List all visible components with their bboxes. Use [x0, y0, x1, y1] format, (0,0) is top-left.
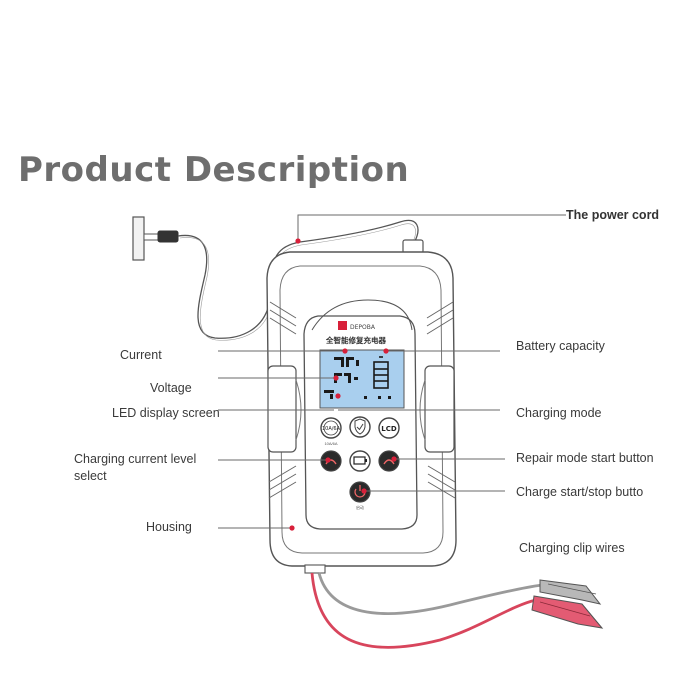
black-clip-icon [539, 579, 602, 605]
marker-dots [289, 238, 397, 531]
power-plug-icon [132, 216, 179, 261]
repair-mode-start-button[interactable] [378, 450, 400, 472]
amp-caption: 10A/6A [324, 441, 337, 446]
label-charging-current-level: Charging current level select [74, 451, 196, 485]
brand-logo-icon [338, 321, 347, 330]
label-repair-mode: Repair mode start button [516, 451, 654, 465]
label-charging-current-line1: Charging current level [74, 452, 197, 466]
cord-connector [402, 239, 424, 254]
label-charging-current-line2: select [74, 469, 107, 483]
label-battery-capacity: Battery capacity [516, 339, 605, 353]
red-clip-icon [531, 595, 604, 629]
power-caption: 启动 [356, 504, 364, 510]
amp-select-button[interactable]: 10A/6A [320, 417, 342, 439]
label-charge-start-stop: Charge start/stop butto [516, 485, 644, 499]
svg-text:LCD: LCD [381, 425, 397, 433]
leader-lines [218, 214, 566, 529]
clip-wire-connector [304, 564, 326, 574]
svg-text:10A/6A: 10A/6A [322, 426, 341, 432]
label-power-cord: The power cord [566, 208, 660, 222]
charge-start-stop-button[interactable] [349, 481, 371, 503]
brand-logo-text: DEPOBA [350, 324, 376, 331]
label-current: Current [120, 348, 162, 362]
screen-title-text: 全智能修复充电器 [325, 335, 386, 345]
label-housing: Housing [146, 520, 192, 534]
label-charging-clip-wires: Charging clip wires [519, 541, 625, 555]
shield-icon[interactable] [349, 416, 371, 438]
charging-current-select-button[interactable] [320, 450, 342, 472]
device-housing [266, 251, 457, 567]
lcd-button[interactable]: LCD [378, 417, 400, 439]
label-led-display-screen: LED display screen [112, 406, 220, 420]
battery-mode-button[interactable] [349, 450, 371, 472]
charging-clip-wires [310, 572, 543, 649]
page-title: Product Description [18, 150, 410, 190]
label-charging-mode: Charging mode [516, 406, 602, 420]
label-voltage: Voltage [150, 381, 192, 395]
lcd-display-screen [319, 349, 405, 409]
